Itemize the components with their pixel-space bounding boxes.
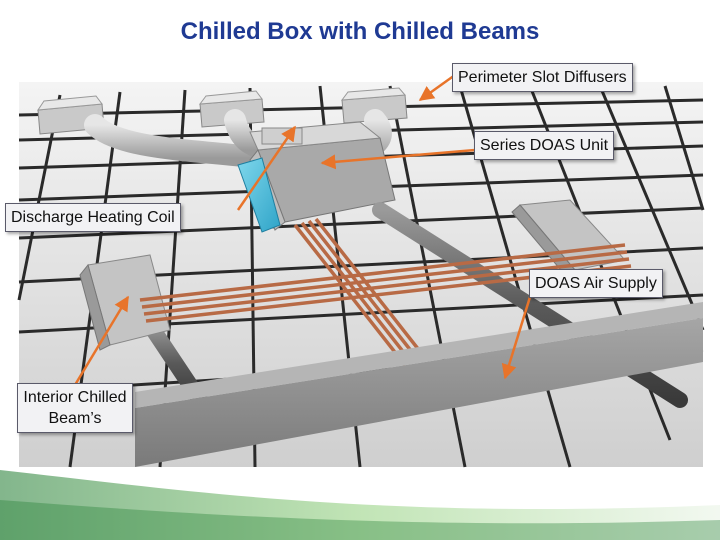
decorative-wave [0, 470, 720, 540]
callout-interior-chilled-beams: Interior Chilled Beam’s [17, 383, 133, 433]
callout-perimeter-slot-diffusers: Perimeter Slot Diffusers [452, 63, 633, 92]
callout-series-doas-unit: Series DOAS Unit [474, 131, 614, 160]
callout-doas-air-supply: DOAS Air Supply [529, 269, 663, 298]
callout-discharge-heating-coil: Discharge Heating Coil [5, 203, 181, 232]
